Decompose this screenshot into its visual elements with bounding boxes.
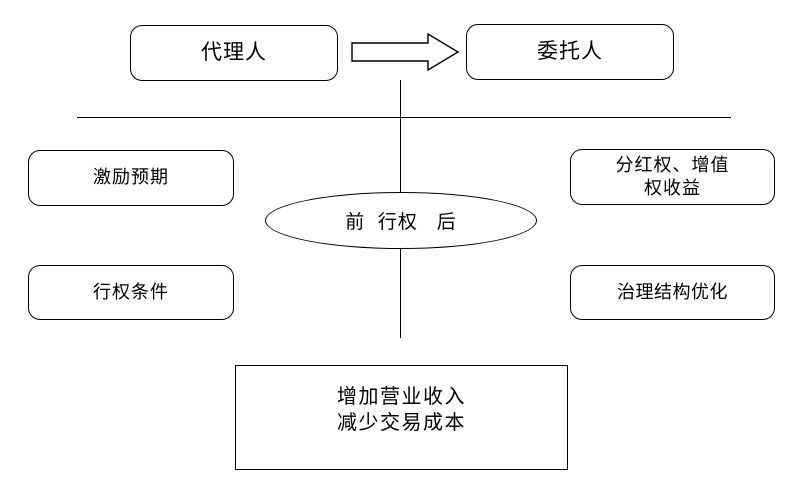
horizontal-divider <box>77 117 731 118</box>
node-agent[interactable]: 代理人 <box>130 25 338 81</box>
node-governance-optimization[interactable]: 治理结构优化 <box>570 265 775 320</box>
vertical-axis-top <box>400 80 401 192</box>
block-arrow-agent-to-principal <box>350 32 460 72</box>
node-governance-optimization-label: 治理结构优化 <box>617 281 728 302</box>
node-dividend-appreciation-label: 分红权、增值 权收益 <box>615 154 730 198</box>
node-timeline-oval[interactable]: 前 行权 后 <box>265 192 537 249</box>
node-exercise-conditions[interactable]: 行权条件 <box>28 265 234 320</box>
node-outcome[interactable]: 增加营业收入 减少交易成本 <box>235 365 568 470</box>
node-timeline-oval-label: 前 行权 后 <box>345 212 457 233</box>
node-agent-label: 代理人 <box>201 40 267 64</box>
node-exercise-conditions-label: 行权条件 <box>93 281 169 302</box>
node-incentive-expectation[interactable]: 激励预期 <box>28 150 234 206</box>
node-dividend-appreciation[interactable]: 分红权、增值 权收益 <box>570 149 775 205</box>
vertical-axis-bottom <box>400 249 401 338</box>
node-principal-label: 委托人 <box>537 39 603 63</box>
node-principal[interactable]: 委托人 <box>466 24 674 80</box>
node-outcome-label: 增加营业收入 减少交易成本 <box>337 385 466 434</box>
node-incentive-expectation-label: 激励预期 <box>93 167 169 188</box>
